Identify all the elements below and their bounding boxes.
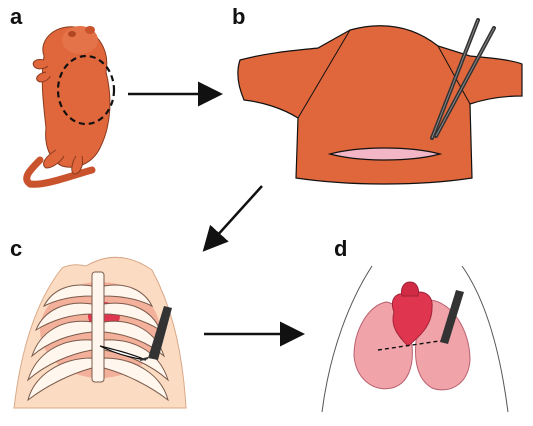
panel-b-skin-flap — [238, 20, 522, 184]
arrow-down-left-icon — [206, 186, 262, 248]
panel-c-ribcage — [14, 257, 186, 408]
panel-d-heart-lungs — [322, 266, 508, 412]
panel-a-pup — [27, 26, 114, 184]
